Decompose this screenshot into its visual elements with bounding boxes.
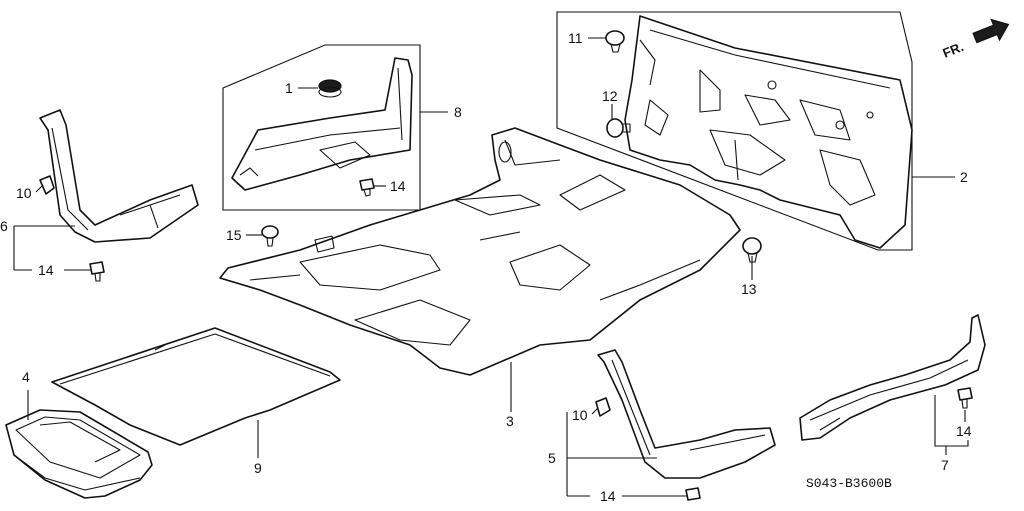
side-sill-trim [799,314,986,441]
clip-icon [606,118,631,138]
trunk-tray [5,409,153,499]
group-frame-8 [222,44,421,211]
callout-12: 12 [602,88,618,104]
leader-6 [13,225,75,271]
clip-icon [261,225,279,247]
clip-icon [605,30,625,53]
clip-icon [685,487,701,501]
kick-panel-left [39,109,199,243]
callout-9: 9 [254,460,262,476]
kick-panel-right [597,349,776,479]
callout-14-sill: 14 [956,423,972,439]
callout-14-left: 14 [38,262,54,278]
grommet-icon [318,79,342,98]
dashboard-insulator [624,15,913,249]
callout-1: 1 [285,80,293,96]
direction-label: FR. [941,39,966,61]
leader-10-left [35,185,43,193]
callout-2: 2 [960,169,968,185]
callout-6: 6 [0,218,8,234]
callout-10-left: 10 [16,185,32,201]
leader-10-right [591,407,599,415]
callout-5: 5 [548,450,556,466]
callout-15: 15 [226,227,242,243]
floor-carpet [219,127,741,376]
callout-13: 13 [741,281,757,297]
callout-10-right: 10 [572,407,588,423]
clip-icon [957,387,973,409]
leader-5 [566,412,657,497]
clip-icon [89,261,105,282]
drawing-code: S043-B3600B [806,476,892,491]
callout-7: 7 [941,457,949,473]
callout-4: 4 [22,369,30,385]
callout-14-right: 14 [600,488,616,504]
leader-7 [934,395,969,455]
group-frame-2 [556,11,913,251]
callout-11: 11 [568,30,583,46]
side-trim-upper [231,57,413,191]
trunk-mat [51,327,341,446]
callout-3: 3 [506,413,514,429]
clip-icon [39,175,55,195]
callout-14-frame8: 14 [390,178,406,194]
arrow-right-icon [972,18,1010,44]
callout-8: 8 [454,104,462,120]
clip-icon [359,178,375,197]
clip-icon [595,397,611,417]
